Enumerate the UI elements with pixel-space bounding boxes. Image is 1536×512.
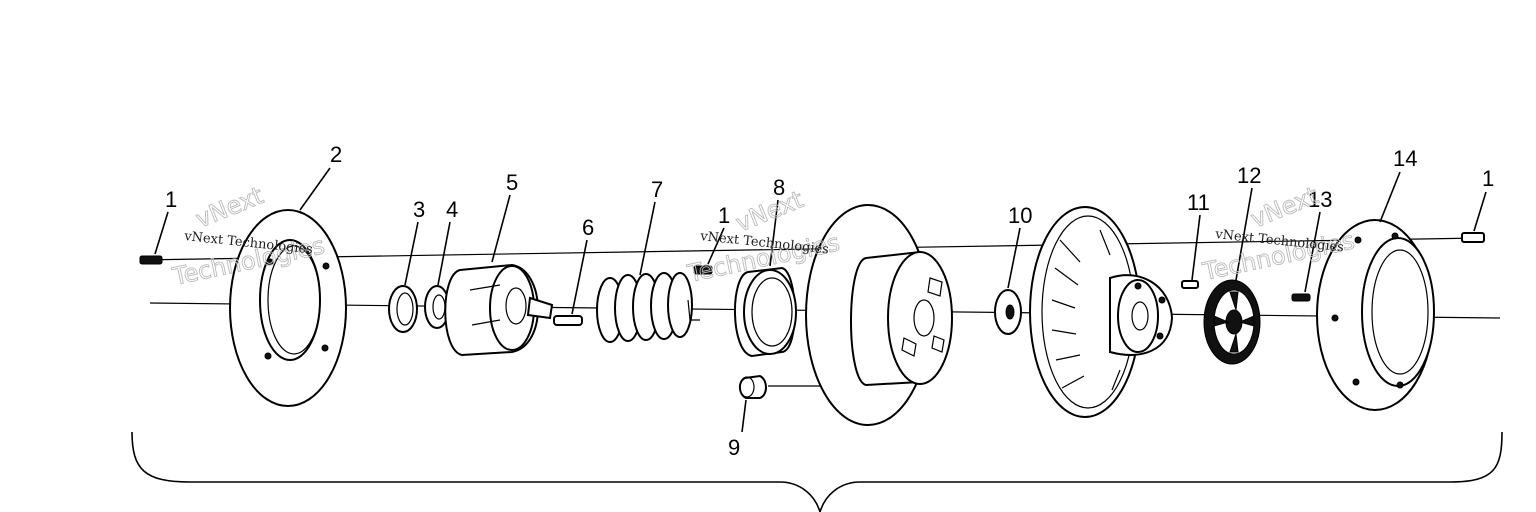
callout-labels: 1 2 3 4 5 6 7 1 8 9 10 11 12 13 14 1	[165, 142, 1494, 460]
part-1-bolt-right	[1461, 232, 1485, 243]
part-10-washer	[994, 289, 1022, 335]
callout-5: 5	[506, 170, 518, 195]
callout-1-middle: 1	[718, 203, 730, 228]
callout-3: 3	[413, 197, 425, 222]
bolt-axis-line	[139, 237, 1481, 261]
callout-6: 6	[582, 215, 594, 240]
callout-13: 13	[1308, 187, 1332, 212]
callout-4: 4	[446, 197, 458, 222]
part-14-cover	[1316, 219, 1435, 411]
part-13-screw	[1291, 293, 1311, 302]
callout-9: 9	[728, 435, 740, 460]
callout-11: 11	[1187, 190, 1210, 215]
part-8-bushing	[733, 266, 797, 358]
callout-12: 12	[1237, 163, 1261, 188]
part-9-roller	[738, 374, 820, 399]
svg-text:vNext: vNext	[1247, 181, 1323, 233]
moveable-sheave	[805, 204, 953, 426]
svg-text:vNext: vNext	[732, 185, 808, 237]
callout-8: 8	[773, 175, 785, 200]
callout-1-right: 1	[1482, 166, 1494, 191]
part-12-spider	[1203, 279, 1261, 365]
callout-7: 7	[651, 177, 663, 202]
part-1-bolt-left	[139, 255, 163, 265]
leader-lines	[154, 167, 1487, 433]
part-5-cam	[444, 263, 554, 357]
part-6-key	[553, 315, 583, 326]
callout-14: 14	[1393, 146, 1417, 171]
part-2-cover-plate	[229, 209, 347, 407]
part-4-washer	[424, 285, 450, 329]
stationary-sheave	[1029, 206, 1174, 418]
part-11-pin	[1181, 280, 1199, 289]
part-1-bolt-middle	[693, 265, 713, 275]
part-3-snap-ring	[388, 285, 418, 333]
callout-10: 10	[1008, 203, 1032, 228]
callout-2: 2	[330, 142, 342, 167]
assembly-brace	[131, 431, 1503, 512]
part-7-spring	[596, 272, 700, 343]
callout-1-left: 1	[165, 187, 177, 212]
